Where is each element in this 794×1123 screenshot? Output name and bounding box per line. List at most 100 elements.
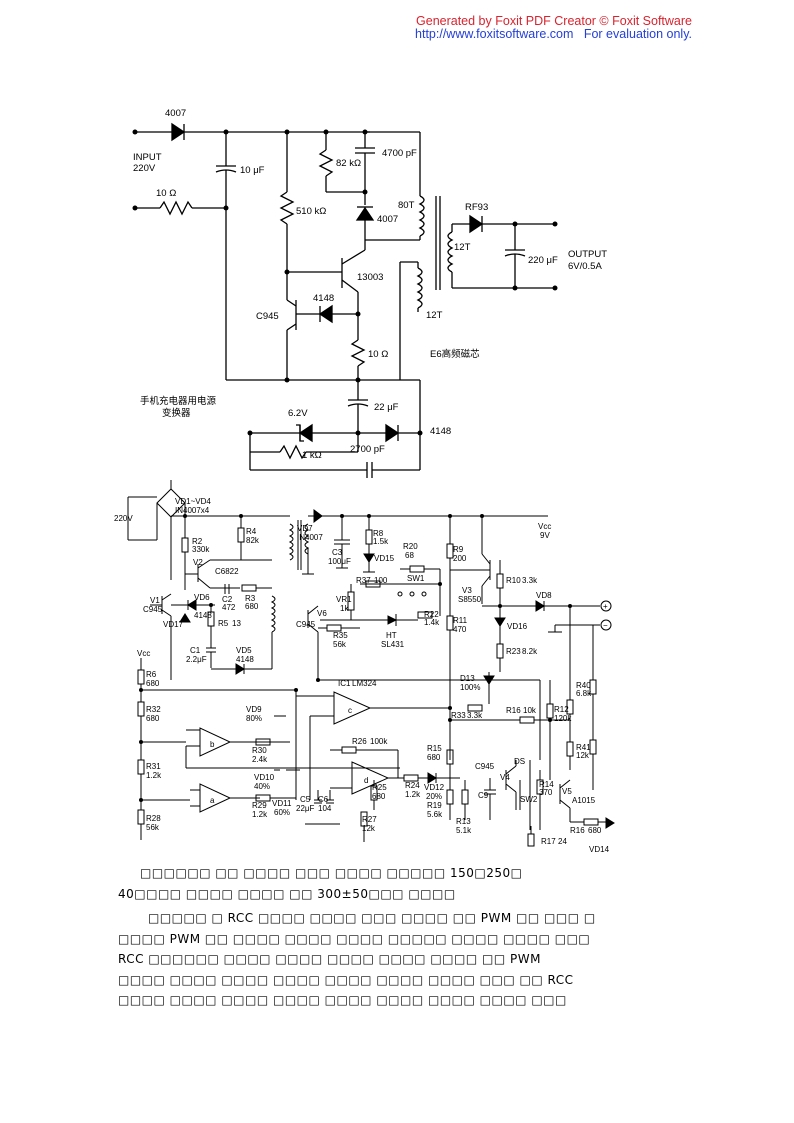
c1-res-82k-label: 82 kΩ	[336, 158, 361, 169]
c1-title-line1: 手机充电器用电源	[140, 395, 217, 407]
c1-output-label: OUTPUT	[568, 249, 607, 260]
c2-9v: 9V	[540, 531, 550, 540]
c2-r3: R3	[245, 594, 256, 603]
c2-r25v: 680	[372, 792, 386, 801]
c2-vcc: Vcc	[137, 649, 150, 658]
c2-r35: R35	[333, 631, 348, 640]
c2-c945c: C945	[475, 762, 495, 771]
c2-vd9v: 80%	[246, 714, 262, 723]
c2-vd14: VD14	[589, 845, 610, 854]
c2-r6: R6	[146, 670, 157, 679]
c2-r24: R24	[405, 781, 420, 790]
c2-r13: R13	[456, 817, 471, 826]
c1-d4148-label: 4148	[313, 293, 334, 304]
c2-vd15: VD15	[374, 554, 395, 563]
body-paragraph-2: □□□□□ □ RCC □□□□ □□□□ □□□ □□□□ □□ PWM □□…	[118, 908, 678, 1011]
c2-r2v: 330k	[192, 545, 210, 554]
c2-r31v: 1.2k	[146, 771, 162, 780]
c2-c1v: 2.2μF	[186, 655, 207, 664]
c2-c6822: C6822	[215, 567, 239, 576]
c2-c2v: 472	[222, 603, 236, 612]
c2-vd9: VD9	[246, 705, 262, 714]
c1-cap-in-label: 10 μF	[240, 165, 265, 176]
c2-r3v: 680	[245, 602, 259, 611]
c2-v5: V5	[562, 787, 572, 796]
c2-sw2: SW2	[520, 795, 538, 804]
c1-turns-80-label: 80T	[398, 200, 415, 211]
c2-r10v: 3.3k	[522, 576, 538, 585]
c2-v4: V4	[500, 773, 510, 782]
c1-q13003-label: 13003	[357, 272, 383, 283]
c2-vd11: VD11	[272, 799, 292, 808]
c2-r32v: 680	[146, 714, 160, 723]
c2-r30v: 2.4k	[252, 755, 268, 764]
c2-r11v: 470	[453, 625, 467, 634]
c2-vcc-out: Vcc	[538, 522, 551, 531]
c1-output-voltage: 6V/0.5A	[568, 261, 602, 272]
c2-c3: C3	[332, 548, 343, 557]
c2-c945b: C945	[296, 620, 316, 629]
c2-amp-b: b	[210, 740, 215, 749]
c2-r15: R15	[427, 744, 442, 753]
paragraph-2-line-2: □□□□ PWM □□ □□□□ □□□□ □□□□ □□□□□ □□□□ □□…	[118, 931, 591, 946]
c2-amp-a: a	[210, 796, 215, 805]
paragraph-1-line-2: 40□□□□ □□□□ □□□□ □□ 300±50□□□ □□□□	[118, 886, 456, 901]
c2-c1: C1	[190, 646, 201, 655]
c2-vd11v: 60%	[274, 808, 290, 817]
c2-r16bv: 10k	[523, 706, 537, 715]
c2-vd7: VD7	[297, 524, 313, 533]
c2-r26v: 100k	[370, 737, 388, 746]
c1-diode-4007-label: 4007	[377, 214, 398, 225]
c2-r14: R14	[539, 780, 554, 789]
c2-vd12v: 20%	[426, 792, 442, 801]
c2-r27: R27	[362, 815, 377, 824]
c2-r33v: 3.3k	[467, 711, 483, 720]
c2-r6v: 680	[146, 679, 160, 688]
c2-r4v: 82k	[246, 536, 260, 545]
c1-cap-220-label: 220 μF	[528, 255, 558, 266]
c2-r33: R33	[451, 711, 466, 720]
c2-r9: R9	[453, 545, 464, 554]
c1-res-in-label: 10 Ω	[156, 188, 176, 199]
c1-input-voltage: 220V	[133, 163, 156, 174]
charger-control-schematic: 220V VD1~VD4 IN4007x4 VD7 IN4007 Vcc 9V …	[114, 480, 615, 854]
c2-vd5: VD5	[236, 646, 252, 655]
paragraph-2-line-5: □□□□ □□□□ □□□□ □□□□ □□□□ □□□□ □□□□ □□□□ …	[118, 993, 567, 1007]
c2-vd6: VD6	[194, 593, 210, 602]
c2-vd12: VD12	[424, 783, 445, 792]
c2-sw1: SW1	[407, 574, 425, 583]
c2-r29v: 1.2k	[252, 810, 268, 819]
c2-r17v: 24	[558, 837, 567, 846]
c2-r9v: 200	[453, 554, 467, 563]
c2-r11: R11	[453, 616, 468, 625]
c1-core-label: E6高频磁芯	[430, 348, 480, 360]
c2-v3: V3	[462, 586, 472, 595]
c2-r20: R20	[403, 542, 418, 551]
c2-vd8: VD8	[536, 591, 552, 600]
c1-turns-12b-label: 12T	[426, 310, 443, 321]
c2-r20v: 68	[405, 551, 414, 560]
c2-r25: R25	[372, 783, 387, 792]
c2-r30: R30	[252, 746, 267, 755]
c1-input-label: INPUT	[133, 152, 162, 163]
c2-vr1v: 1k	[340, 604, 349, 613]
c2-r40v: 6.8k	[576, 689, 592, 698]
c1-res-10-label: 10 Ω	[368, 349, 388, 360]
charger-converter-schematic: 4007 INPUT 220V 10 μF 10 Ω 82 kΩ 4700 pF…	[132, 108, 607, 478]
c1-cap-4700-label: 4700 pF	[382, 148, 417, 159]
c2-r27v: 12k	[362, 824, 376, 833]
c2-c5v: 22μF	[296, 804, 315, 813]
c2-v2: V2	[193, 558, 203, 567]
c2-plus: +	[603, 602, 608, 611]
c2-c6v: 104	[318, 804, 332, 813]
c2-amp-c: c	[348, 706, 352, 715]
foxit-watermark: Generated by Foxit PDF Creator © Foxit S…	[415, 15, 692, 41]
c2-bridge: VD1~VD4	[175, 497, 211, 506]
paragraph-2-line-4: □□□□ □□□□ □□□□ □□□□ □□□□ □□□□ □□□□ □□□ □…	[118, 972, 574, 987]
c2-v6: V6	[317, 609, 327, 618]
c2-c2: C2	[222, 595, 233, 604]
c2-r4: R4	[246, 527, 257, 536]
c2-vd16: VD16	[507, 622, 528, 631]
c2-r8v: 1.5k	[373, 537, 389, 546]
c2-vd7-type: IN4007	[297, 533, 323, 542]
